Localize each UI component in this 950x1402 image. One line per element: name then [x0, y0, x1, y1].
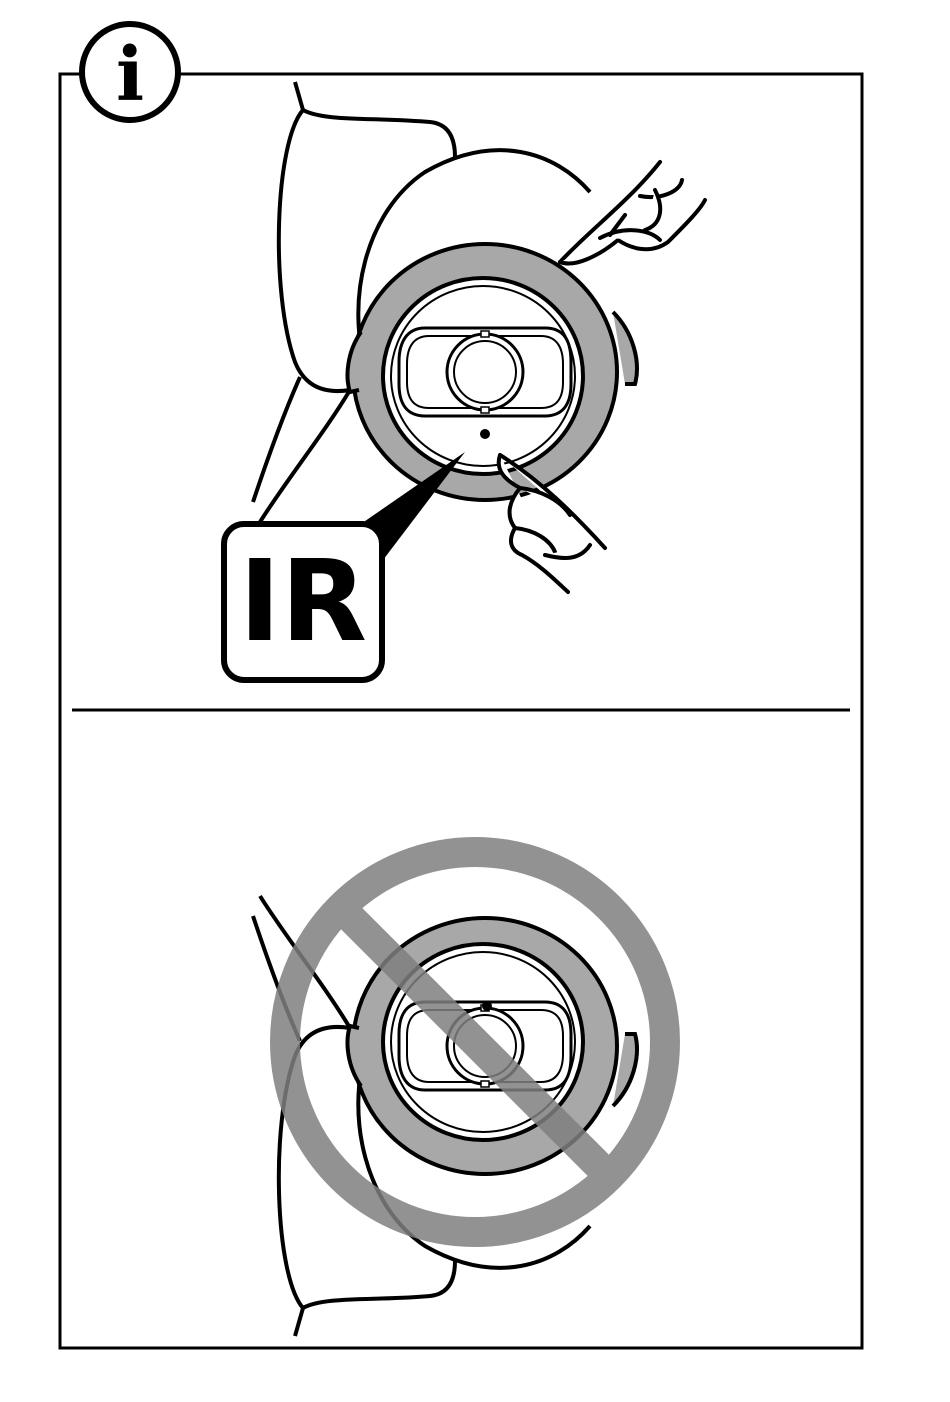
hand-icon-upper: [560, 162, 705, 263]
info-glyph: i: [116, 32, 144, 118]
panel-incorrect: [253, 852, 665, 1336]
camera-icon: [253, 82, 637, 522]
panel-correct: IR: [224, 82, 705, 680]
ir-label: IR: [239, 537, 367, 667]
ir-led-dot: [480, 429, 490, 439]
info-icon: i: [82, 24, 178, 120]
ir-led-dot: [482, 1001, 492, 1011]
ir-callout: IR: [224, 524, 382, 680]
